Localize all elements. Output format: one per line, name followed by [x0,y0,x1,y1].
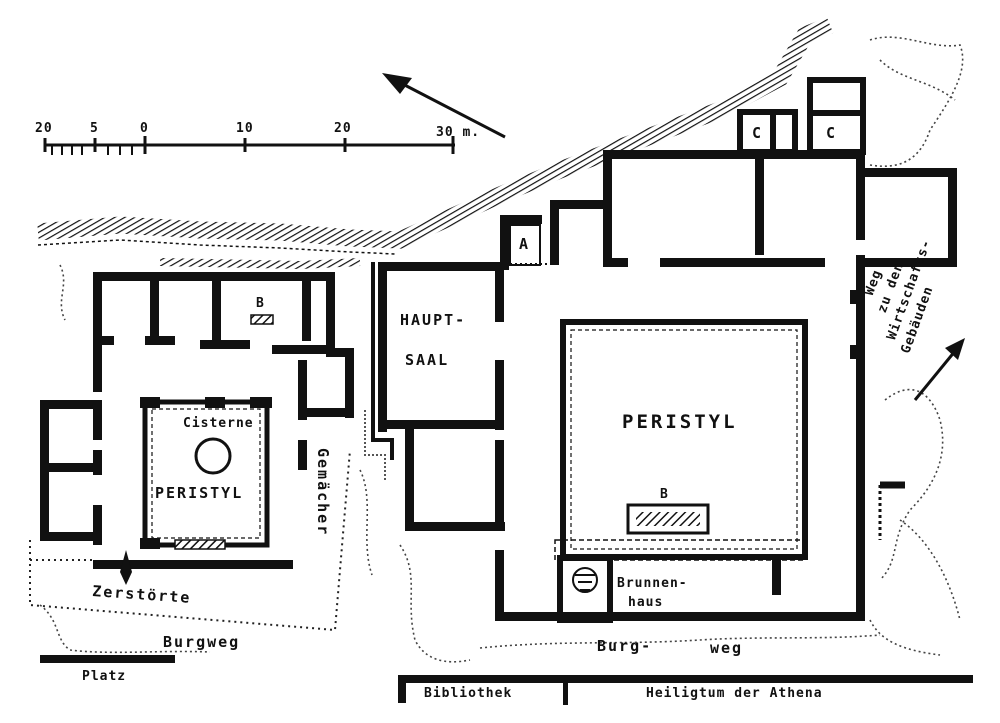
brunnenhaus-label: Brunnen- [617,576,688,591]
scale-tick-label: 30 m. [436,125,480,140]
scale-bar: 20 5 0 10 20 30 m. [35,121,480,155]
scale-tick-label: 20 [35,121,53,136]
terrace-wall [37,17,834,270]
scale-tick-label: 5 [90,121,99,136]
room-c-label: C [752,124,763,142]
peristyl-main-label: PERISTYL [622,411,738,433]
hauptsaal-label: SAAL [405,351,449,369]
scale-tick-label: 0 [140,121,149,136]
north-arrow-icon [382,73,506,139]
heiligtum-label: Heiligtum der Athena [646,686,823,701]
burgweg-east-label: weg [710,639,743,657]
room-b-label: B [660,487,669,502]
burgweg-east-label: Burg- [597,637,652,655]
platz-label: Platz [82,669,126,684]
room-b-label: B [256,296,265,311]
arrow-icon [913,338,965,401]
west-palace [29,272,354,632]
zerstorte-label: Zerstörte [92,582,192,607]
hauptsaal-label: HAUPT- [400,311,466,329]
burgweg-west-label: Burgweg [163,633,240,651]
gemacher-label: Gemächer [314,448,332,536]
cisterne-label: Cisterne [183,416,254,431]
terrain-contours [39,36,964,663]
road-lines [40,655,973,705]
room-a-label: A [519,235,530,253]
main-palace [364,77,957,623]
room-c-label: C [826,124,837,142]
brunnenhaus-label: haus [628,595,663,610]
scale-tick-label: 20 [334,121,352,136]
scale-tick-label: 10 [236,121,254,136]
peristyl-west-label: PERISTYL [155,484,243,502]
bibliothek-label: Bibliothek [424,686,512,701]
